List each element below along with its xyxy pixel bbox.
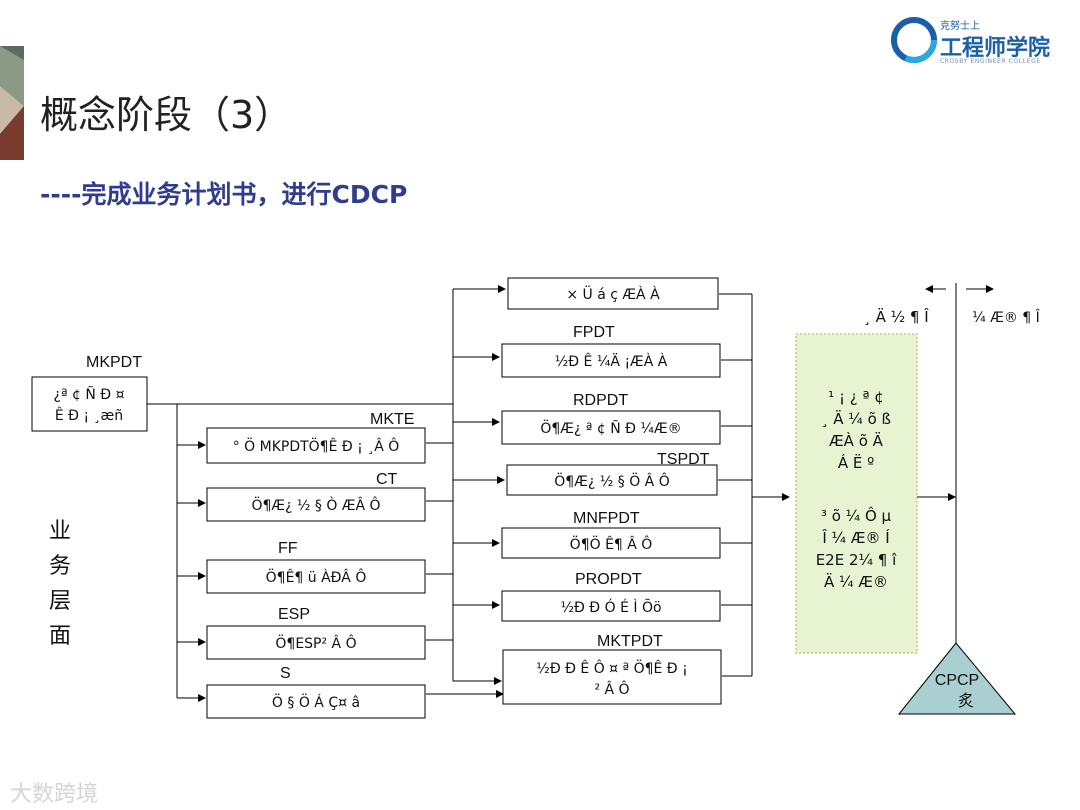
- team-box: [206, 487, 426, 522]
- pdt-box: [506, 464, 718, 496]
- side-label-char: 层: [49, 589, 71, 614]
- phase-label-left: ¸ Ä ½ ¶ Î: [863, 307, 929, 326]
- phase-label-right: ¼ Æ® ¶ Î: [972, 308, 1040, 326]
- college-logo: 克努士上 工程师学院 CROSBY ENGINEER COLLEGE: [888, 12, 1051, 74]
- team-box-text: ° Ö MKPDTÖ¶Ê Ð ¡ ¸Â Ô: [233, 437, 400, 455]
- mkpdt-box: [31, 376, 148, 432]
- pdt-label: PROPDT: [575, 571, 642, 588]
- summary-line: ¸ Ä ¼ õ ß: [821, 409, 891, 428]
- ring-logo-icon: [891, 17, 937, 63]
- pdt-label: RDPDT: [573, 392, 628, 409]
- side-label-char: 面: [49, 624, 71, 649]
- logo-top-text: 克努士上: [940, 21, 980, 32]
- pdt-box: [501, 590, 721, 622]
- pdt-box-text: Ö¶Æ¿ ª ¢ Ñ Ð ¼Æ®: [540, 419, 681, 437]
- team-label: FF: [278, 540, 298, 557]
- team-box: [206, 559, 426, 594]
- mkpdt-box-line: ¿ª ¢ Ñ Ð ¤: [54, 386, 125, 403]
- summary-line: Ä ¼ Æ®: [824, 572, 888, 591]
- pdt-box: [501, 527, 721, 559]
- team-box-text: Ö¶Ê¶ ü ÀÐÂ Ô: [266, 568, 367, 586]
- cpcp-triangle: [897, 642, 1017, 715]
- summary-line: E2E 2¼ ¶ î: [816, 551, 897, 569]
- pdt-box-text: ½Ð Ê ¼Ä ¡ÆÀ À: [555, 352, 668, 370]
- summary-line: ³ õ ¼ Ô µ: [821, 506, 892, 525]
- summary-line: Î ¼ Æ® Í: [821, 528, 889, 547]
- pdt-box-text: Ö¶Ö Ê¶ Â Ô: [570, 535, 653, 553]
- team-box: [206, 427, 426, 464]
- team-label: CT: [376, 471, 398, 488]
- summary-box: [795, 333, 918, 654]
- pdt-box: [507, 277, 719, 310]
- pdt-box-text: × Ü á ç ÆÀ À: [566, 285, 660, 303]
- summary-line: ÆÀ õ Ä: [829, 431, 884, 450]
- pdt-box-text: ² Â Ô: [594, 680, 629, 698]
- mkpdt-label: MKPDT: [86, 354, 142, 371]
- logo-sub-text: CROSBY ENGINEER COLLEGE: [940, 58, 1041, 65]
- pdt-box: [501, 410, 721, 445]
- pdt-box: [501, 343, 721, 378]
- pdt-label: TSPDT: [657, 451, 710, 468]
- pdt-label: FPDT: [573, 324, 615, 341]
- corner-decoration: [0, 46, 24, 160]
- logo-main-text: 工程师学院: [940, 36, 1051, 61]
- pdt-box: [502, 649, 722, 705]
- team-box-text: Ö¶ESP² Â Ô: [275, 634, 356, 652]
- side-label-char: 务: [49, 554, 71, 579]
- summary-line: Á Ë º: [838, 453, 874, 472]
- slide-title: 概念阶段（3）: [40, 93, 293, 137]
- team-label: MKTE: [370, 411, 414, 428]
- cpcp-label: CPCP: [935, 672, 979, 689]
- slide-subtitle: ----完成业务计划书，进行CDCP: [40, 180, 408, 209]
- summary-line: ¹ ¡ ¿ ª ¢: [828, 388, 884, 406]
- team-box: [206, 625, 426, 660]
- cpcp-sub-label: 炙: [958, 691, 974, 710]
- pdt-box-text: ½Ð Ð Ê Ô ¤ ª Ö¶Ê Ð ¡: [536, 659, 687, 677]
- team-label: ESP: [278, 606, 310, 623]
- team-label: S: [280, 665, 291, 682]
- mkpdt-box-line: Ê Ð ¡ ¸æñ: [55, 406, 123, 424]
- watermark: 大数跨境: [10, 782, 99, 807]
- pdt-box-text: Ö¶Æ¿ ½ § Ö Â Ô: [554, 472, 669, 490]
- side-label-char: 业: [49, 519, 71, 544]
- pdt-label: MNFPDT: [573, 510, 640, 527]
- pdt-label: MKTPDT: [597, 633, 663, 650]
- team-box: [206, 684, 426, 719]
- team-box-text: Ö¶Æ¿ ½ § Ò ÆÂ Ô: [251, 496, 380, 514]
- pdt-box-text: ½Ð Ð Ó É Ì Õö: [560, 598, 661, 616]
- team-box-text: Ö § Ö Á Ç¤ â: [272, 693, 360, 711]
